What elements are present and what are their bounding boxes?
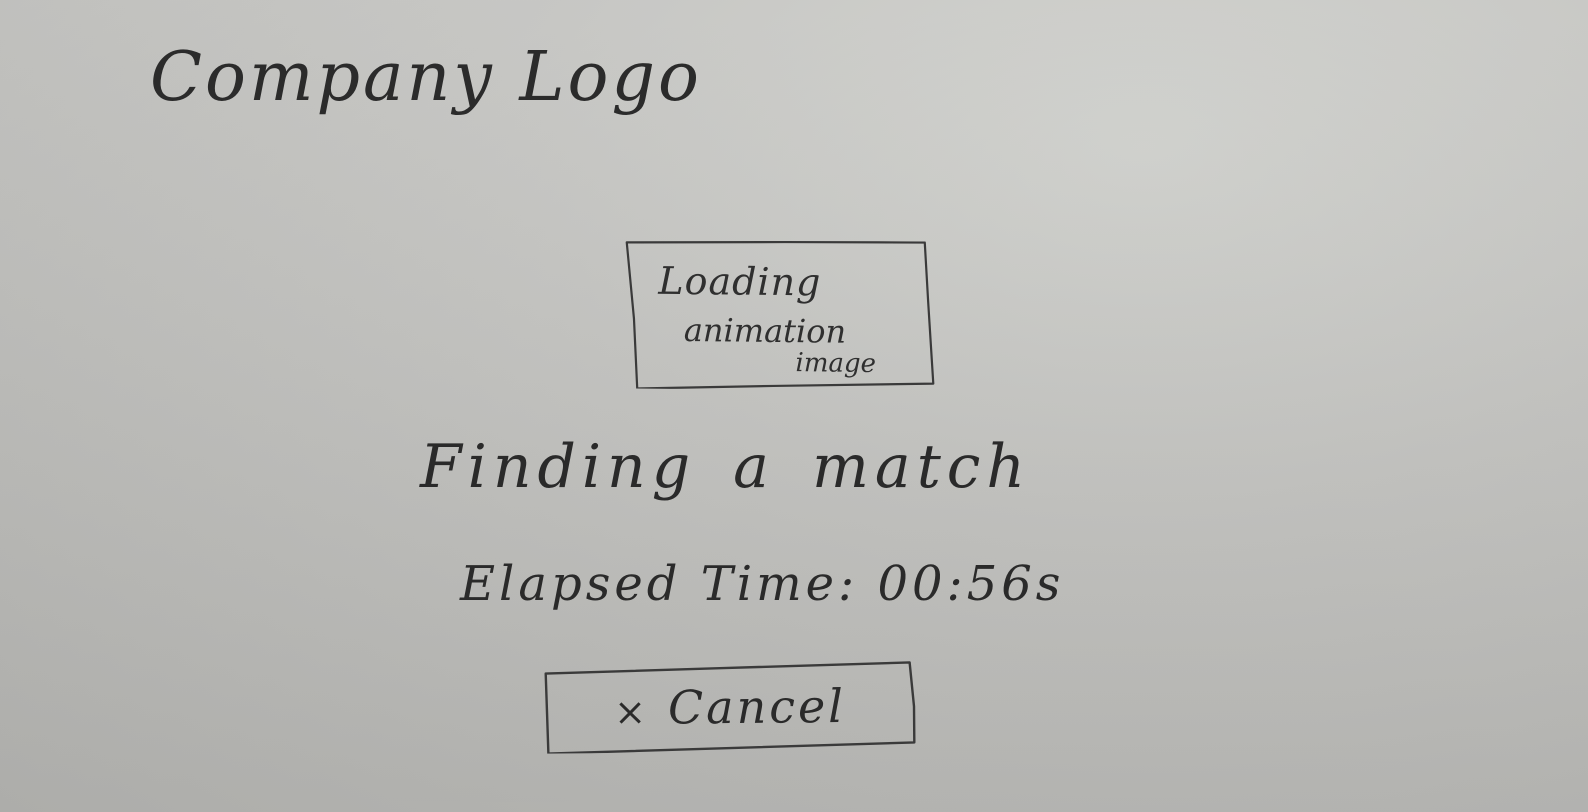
loading-placeholder-line-3: image (795, 348, 877, 380)
company-logo: Company Logo (150, 38, 702, 117)
status-message: Finding a match (420, 432, 1032, 502)
close-icon: × (613, 689, 647, 735)
elapsed-time: Elapsed Time: 00:56s (460, 556, 1065, 612)
loading-placeholder-line-2: animation (683, 310, 847, 351)
cancel-button-frame (544, 661, 916, 754)
cancel-button-label: Cancel (667, 678, 847, 735)
loading-animation-image: Loading animation image (623, 238, 937, 391)
loading-placeholder-line-1: Loading (658, 258, 822, 305)
cancel-button[interactable]: × Cancel (544, 660, 917, 754)
loading-image-frame (625, 240, 935, 390)
